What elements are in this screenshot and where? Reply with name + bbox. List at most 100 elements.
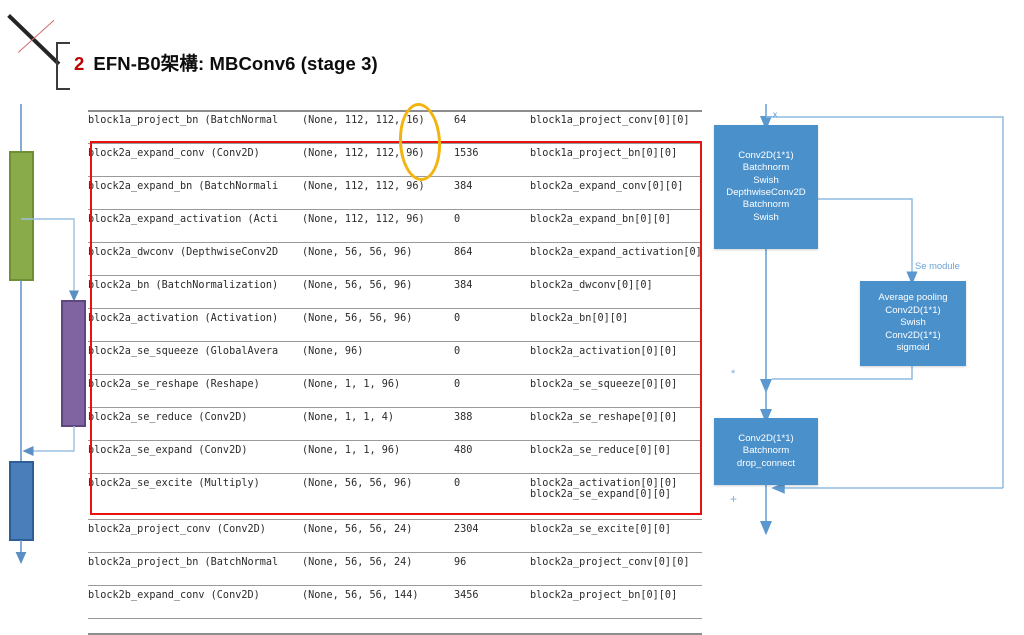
cell-layer-name: block2a_activation (Activation) xyxy=(88,313,279,324)
connection-ref: block2a_se_excite[0][0] xyxy=(530,524,672,535)
table-row: block2a_bn (BatchNormalization) (None, 56… xyxy=(88,280,702,291)
cell-layer-name: block2a_dwconv (DepthwiseConv2D xyxy=(88,247,279,258)
cell-param-count: 0 xyxy=(454,214,461,225)
diagram-multiply-symbol: * xyxy=(731,368,736,380)
cell-output-shape: (None, 1, 1, 96) xyxy=(302,445,401,456)
cell-param-count: 0 xyxy=(454,346,461,357)
table-row: block2a_expand_bn (BatchNormali(None, 11… xyxy=(88,181,702,192)
cell-param-count: 96 xyxy=(454,557,467,568)
cell-connected-to: block2a_expand_activation[0][0] xyxy=(530,247,702,258)
block-line: Conv2D(1*1) xyxy=(738,432,794,444)
cell-connected-to: block2a_dwconv[0][0] xyxy=(530,280,702,291)
cell-layer-name: block2a_se_reduce (Conv2D) xyxy=(88,412,248,423)
cell-output-shape: (None, 56, 56, 144) xyxy=(302,590,419,601)
block-line: Swish xyxy=(753,211,779,223)
connection-ref: block2a_expand_conv[0][0] xyxy=(530,181,684,192)
listing-rule xyxy=(88,308,702,309)
listing-rule xyxy=(88,209,702,210)
listing-rule xyxy=(88,341,702,342)
cell-output-shape: (None, 56, 56, 96) xyxy=(302,280,413,291)
cell-output-shape: (None, 112, 112, 16) xyxy=(302,115,425,126)
connection-ref: block2a_se_squeeze[0][0] xyxy=(530,379,678,390)
cell-output-shape: (None, 56, 56, 24) xyxy=(302,557,413,568)
connection-ref: block2a_se_reshape[0][0] xyxy=(530,412,678,423)
cell-layer-name: block2a_expand_conv (Conv2D) xyxy=(88,148,260,159)
diagram-se-module-label: Se module xyxy=(915,260,960,271)
table-row: block2a_expand_conv (Conv2D) (None, 112, … xyxy=(88,148,702,159)
cell-layer-name: block2a_expand_activation (Acti xyxy=(88,214,279,225)
block-line: DepthwiseConv2D xyxy=(726,187,806,198)
cell-param-count: 384 xyxy=(454,181,473,192)
block-line: Conv2D(1*1) xyxy=(738,149,794,161)
cell-output-shape: (None, 56, 56, 24) xyxy=(302,524,413,535)
cell-output-shape: (None, 112, 112, 96) xyxy=(302,148,425,159)
listing-rule xyxy=(88,374,702,375)
cell-output-shape: (None, 56, 56, 96) xyxy=(302,313,413,324)
table-row: block2a_se_reshape (Reshape) (None, 1, 1,… xyxy=(88,379,702,390)
cell-layer-name: block2a_se_reshape (Reshape) xyxy=(88,379,260,390)
diagram-block-project: Conv2D(1*1) Batchnorm drop_connect xyxy=(714,418,818,485)
cell-connected-to: block2a_se_reshape[0][0] xyxy=(530,412,702,423)
diagram-add-symbol: + xyxy=(730,492,738,506)
cell-connected-to: block2a_se_reduce[0][0] xyxy=(530,445,702,456)
block-line: drop_connect xyxy=(736,457,796,469)
table-row: block1a_project_bn (BatchNormal (None, 11… xyxy=(88,115,702,126)
table-row: block2a_project_conv (Conv2D) (None, 56, … xyxy=(88,524,702,535)
cell-connected-to: block2a_project_bn[0][0] xyxy=(530,590,702,601)
cell-output-shape: (None, 56, 56, 96) xyxy=(302,478,413,489)
table-row: block2a_expand_activation (Acti (None, 11… xyxy=(88,214,702,225)
listing-rule xyxy=(88,519,702,520)
connection-ref: block2a_expand_activation[0][0] xyxy=(530,247,702,258)
slide-number: 2 xyxy=(74,53,85,74)
listing-rule xyxy=(88,176,702,177)
cell-connected-to: block2a_se_squeeze[0][0] xyxy=(530,379,702,390)
diagram-block-expand-dwconv: Conv2D(1*1) Batchnorm Swish DepthwiseCon… xyxy=(714,125,818,249)
mini-block-expand xyxy=(9,151,34,281)
table-row: block2a_dwconv (DepthwiseConv2D(None, 56… xyxy=(88,247,702,258)
cell-output-shape: (None, 1, 1, 96) xyxy=(302,379,401,390)
page-title-text: EFN-B0架構: MBConv6 (stage 3) xyxy=(93,53,378,74)
listing-rule xyxy=(88,473,702,474)
table-row: block2b_expand_conv (Conv2D) (None, 56, 5… xyxy=(88,590,702,601)
cell-layer-name: block2a_bn (BatchNormalization) xyxy=(88,280,279,291)
cell-layer-name: block2a_expand_bn (BatchNormali xyxy=(88,181,279,192)
cell-param-count: 480 xyxy=(454,445,473,456)
listing-rule xyxy=(88,110,702,112)
block-line: Average pooling xyxy=(878,292,948,304)
cell-layer-name: block2a_se_expand (Conv2D) xyxy=(88,445,248,456)
listing-rule xyxy=(88,633,702,635)
table-row: block2a_project_bn (BatchNormal (None, 56… xyxy=(88,557,702,568)
diagram-block-se-module: Average pooling Conv2D(1*1) Swish Conv2D… xyxy=(860,281,966,366)
cell-connected-to: block2a_expand_bn[0][0] xyxy=(530,214,702,225)
cell-param-count: 3456 xyxy=(454,590,479,601)
block-line: Swish xyxy=(900,317,926,329)
cell-connected-to: block2a_activation[0][0] xyxy=(530,346,702,357)
block-line: Batchnorm xyxy=(742,445,790,457)
cell-param-count: 0 xyxy=(454,313,461,324)
listing-rule xyxy=(88,618,702,619)
cell-param-count: 2304 xyxy=(454,524,479,535)
block-line: Conv2D(1*1) xyxy=(885,304,941,316)
mini-block-project xyxy=(9,461,34,541)
cell-output-shape: (None, 96) xyxy=(302,346,364,357)
cell-param-count: 384 xyxy=(454,280,473,291)
mbconv6-block-diagram: Conv2D(1*1) Batchnorm Swish DepthwiseCon… xyxy=(700,96,1024,556)
connection-ref: block2a_project_conv[0][0] xyxy=(530,557,690,568)
cell-layer-name: block1a_project_bn (BatchNormal xyxy=(88,115,279,126)
cell-connected-to: block1a_project_bn[0][0] xyxy=(530,148,702,159)
cell-layer-name: block2b_expand_conv (Conv2D) xyxy=(88,590,260,601)
cell-param-count: 0 xyxy=(454,379,461,390)
block-line: sigmoid xyxy=(896,342,930,354)
cell-output-shape: (None, 112, 112, 96) xyxy=(302,214,425,225)
table-row: block2a_activation (Activation) (None, 56… xyxy=(88,313,702,324)
cell-layer-name: block2a_project_conv (Conv2D) xyxy=(88,524,266,535)
connection-ref: block2a_se_expand[0][0] xyxy=(530,489,672,500)
listing-rule xyxy=(88,275,702,276)
cell-connected-to: block2a_bn[0][0] xyxy=(530,313,702,324)
model-summary-listing: block1a_project_bn (BatchNormal (None, 11… xyxy=(88,110,702,635)
block-line: Batchnorm xyxy=(742,162,790,174)
cell-param-count: 388 xyxy=(454,412,473,423)
cell-layer-name: block2a_project_bn (BatchNormal xyxy=(88,557,279,568)
diagram-input-label: x xyxy=(773,109,778,119)
listing-rule xyxy=(88,440,702,441)
